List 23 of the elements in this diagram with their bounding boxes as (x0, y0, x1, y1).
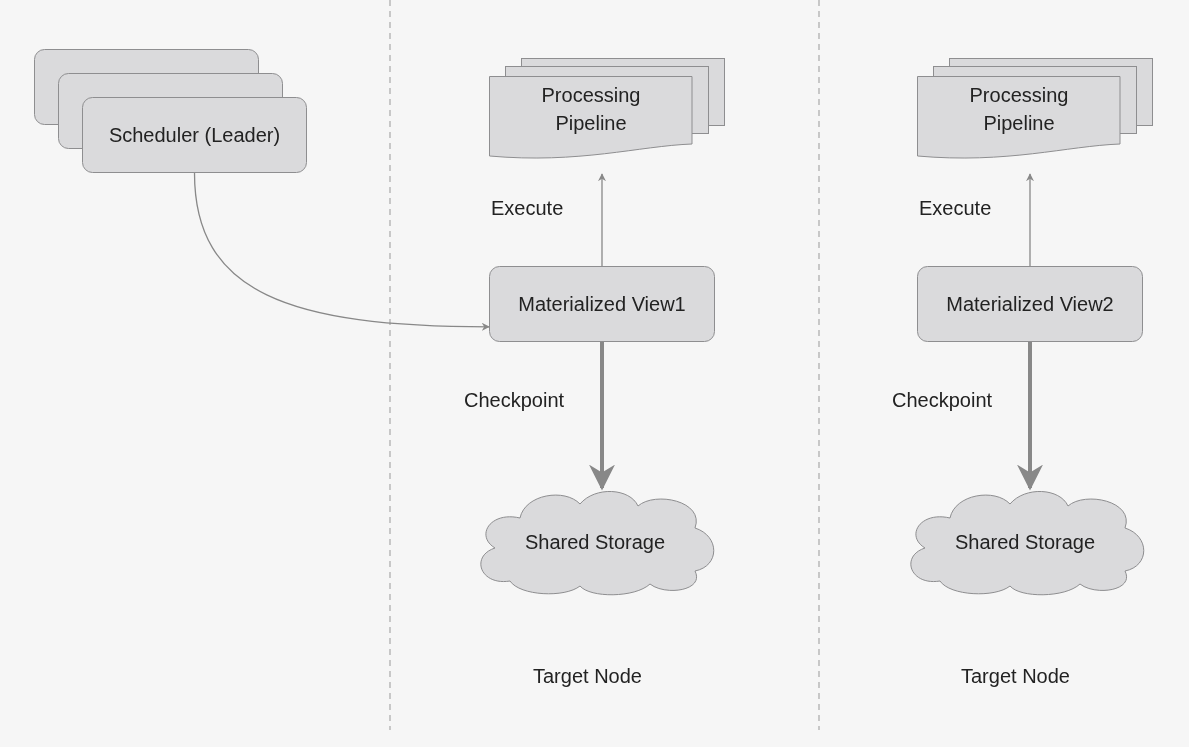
node-label: Materialized View2 (945, 292, 1115, 317)
process-box (917, 266, 1143, 342)
edge-label: Checkpoint (892, 388, 993, 413)
node-label: Processing Pipeline (968, 83, 1070, 136)
edge-label: Execute (491, 196, 564, 221)
node-label: Processing Pipeline (540, 83, 642, 136)
arrow (1017, 342, 1043, 491)
arrow (193, 172, 490, 331)
node-label: Shared Storage (953, 530, 1097, 555)
column-caption: Target Node (961, 664, 1070, 689)
column-caption: Target Node (533, 664, 642, 689)
edge-label: Checkpoint (464, 388, 565, 413)
stacked-document-shape (917, 58, 1154, 160)
arrow (589, 342, 615, 491)
arrow (1026, 173, 1034, 267)
node-label: Materialized View1 (517, 292, 687, 317)
stacked-process-box (34, 49, 307, 173)
edge-label: Execute (919, 196, 992, 221)
node-label: Shared Storage (523, 530, 667, 555)
process-box (489, 266, 715, 342)
arrow (598, 173, 606, 267)
stacked-document-shape (489, 58, 726, 160)
node-label: Scheduler (Leader) (107, 123, 282, 148)
